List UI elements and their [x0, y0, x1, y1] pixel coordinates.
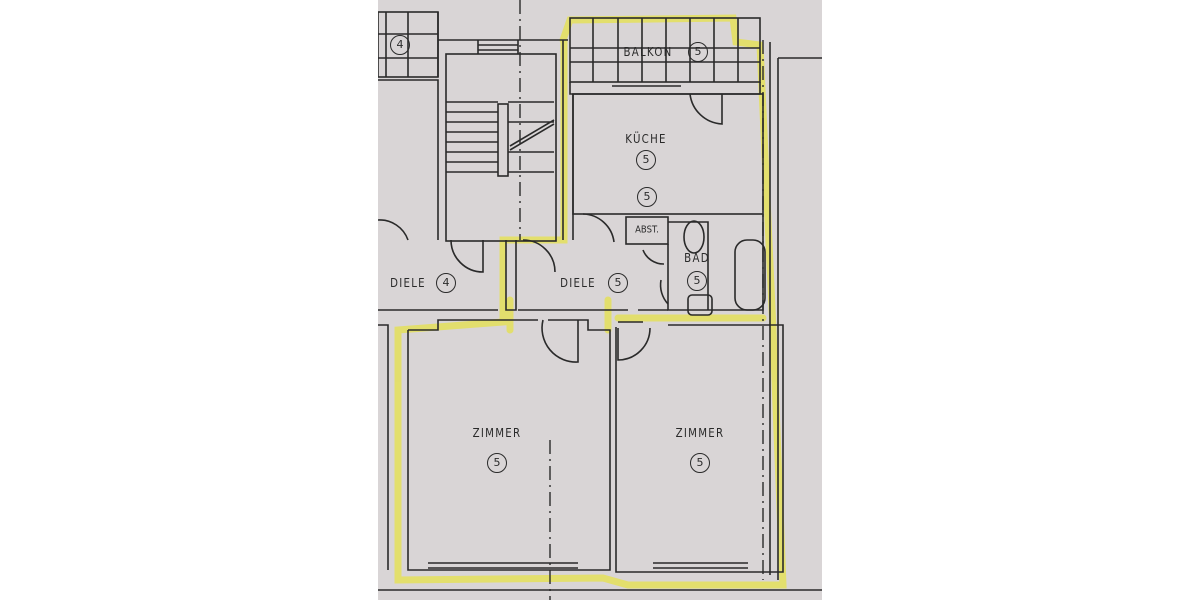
- unit-number: 5: [690, 453, 710, 473]
- unit-number: 5: [687, 271, 707, 291]
- room-label-kueche: KÜCHE: [625, 132, 667, 146]
- room-label-balkon: BALKON: [623, 45, 673, 59]
- unit-number: 5: [637, 187, 657, 207]
- room-label-diele-4: DIELE: [390, 276, 426, 290]
- room-label-zimmer-1: ZIMMER: [472, 426, 522, 440]
- floorplan-photo: BALKON 5 KÜCHE 5 ABST. 5 BAD 5 DIELE 5 D…: [378, 0, 822, 600]
- unit-number: 5: [636, 150, 656, 170]
- room-label-bad: BAD: [684, 251, 710, 265]
- unit-number: 4: [436, 273, 456, 293]
- walls: [378, 11, 822, 591]
- apartment-highlight: [394, 14, 787, 589]
- room-label-diele-5: DIELE: [560, 276, 596, 290]
- neighbor-unit-number: 4: [390, 35, 410, 55]
- unit-number: 5: [608, 273, 628, 293]
- unit-number: 5: [688, 42, 708, 62]
- unit-number: 5: [487, 453, 507, 473]
- floorplan-drawing: [378, 0, 822, 600]
- room-label-zimmer-2: ZIMMER: [675, 426, 725, 440]
- axis-lines: [519, 0, 764, 600]
- room-label-abst: ABST.: [635, 224, 659, 236]
